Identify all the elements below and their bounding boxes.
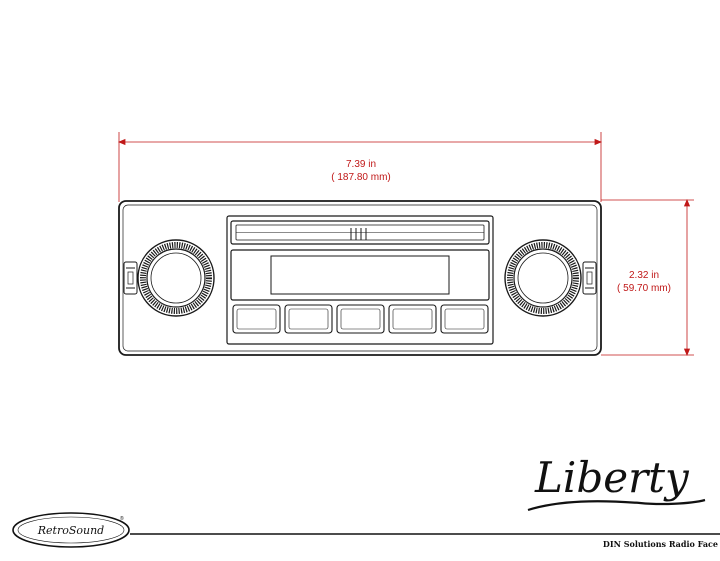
left-mount-clip	[123, 261, 138, 295]
height-arrow-bottom	[683, 348, 691, 357]
radio-face	[118, 200, 602, 356]
width-arrow-right	[594, 138, 603, 146]
preset-button-4[interactable]	[388, 304, 437, 334]
height-arrow-top	[683, 198, 691, 207]
liberty-underline-swash	[527, 498, 706, 512]
left-knob-ring	[146, 248, 206, 308]
liberty-wordmark: Liberty	[527, 453, 706, 512]
preset-button-3-inner	[340, 308, 381, 330]
right-knob-ring	[513, 248, 573, 308]
display-bezel	[230, 249, 490, 301]
preset-button-5[interactable]	[440, 304, 489, 334]
liberty-wordmark-text: Liberty	[534, 453, 690, 502]
preset-button-3[interactable]	[336, 304, 385, 334]
preset-button-1-inner	[236, 308, 277, 330]
center-panel	[226, 215, 494, 345]
registered-mark: ®	[120, 515, 124, 522]
display-screen	[270, 255, 450, 295]
radio-face-caption: DIN Solutions Radio Face	[603, 539, 718, 549]
width-dimension	[117, 132, 603, 202]
preset-button-2[interactable]	[284, 304, 333, 334]
width-mm-label: ( 187.80 mm)	[331, 172, 390, 183]
width-arrow-left	[117, 138, 126, 146]
left-knob[interactable]	[137, 239, 215, 317]
height-inches-label: 2.32 in	[629, 270, 659, 281]
preset-button-2-inner	[288, 308, 329, 330]
right-knob-bezel	[504, 239, 582, 317]
slot-door	[230, 220, 490, 245]
preset-button-5-inner	[444, 308, 485, 330]
slot-grip-marks	[350, 228, 367, 240]
right-mount-clip	[582, 261, 597, 295]
faceplate-inner	[122, 204, 598, 352]
faceplate-outer	[118, 200, 602, 356]
right-knob-cap	[517, 252, 569, 304]
preset-button-4-inner	[392, 308, 433, 330]
left-knob-cap	[150, 252, 202, 304]
width-inches-label: 7.39 in	[346, 159, 376, 170]
title-block: RetroSound ® Liberty DIN Solutions Radio…	[12, 453, 720, 549]
right-knob[interactable]	[504, 239, 582, 317]
preset-buttons	[232, 304, 489, 334]
right-knob-knurling	[507, 242, 579, 314]
height-dimension	[601, 198, 694, 357]
preset-button-1[interactable]	[232, 304, 281, 334]
left-knob-bezel	[137, 239, 215, 317]
retrosound-logo-text: RetroSound	[37, 524, 104, 537]
left-knob-knurling	[140, 242, 212, 314]
height-mm-label: ( 59.70 mm)	[617, 283, 671, 294]
retrosound-logo: RetroSound ®	[12, 512, 130, 548]
